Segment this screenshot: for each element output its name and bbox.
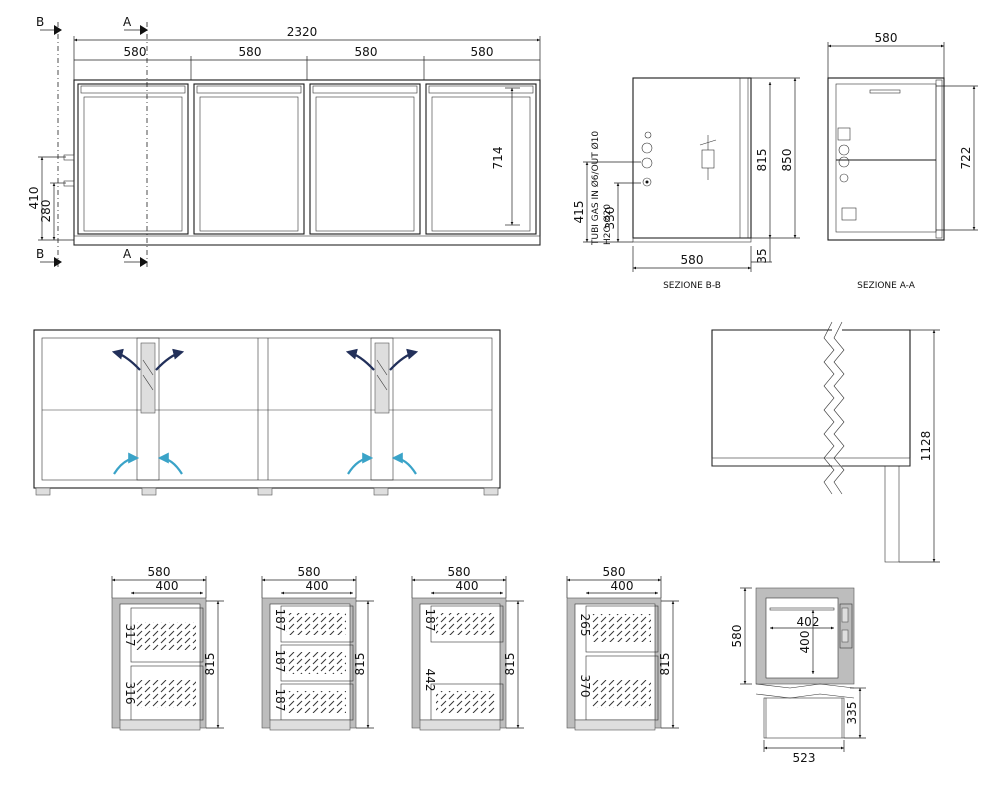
dim-h2: 187 — [273, 650, 287, 673]
pipe-label: TUBI GAS IN Ø6/OUT Ø10 — [590, 131, 601, 246]
side-view: 1128 — [711, 321, 940, 563]
airflow-out-arrow — [111, 348, 141, 371]
dim-280: 280 — [39, 200, 53, 223]
section-aa-caption: SEZIONE A-A — [857, 281, 916, 291]
section-b-label-bottom: B — [36, 247, 44, 261]
dim-410: 410 — [27, 187, 41, 210]
section-marker-a-top: A — [123, 15, 148, 35]
dim-h1: 187 — [273, 609, 287, 632]
dim-module-2: 580 — [239, 45, 262, 59]
front-view: B A B A 2320 580 580 580 580 — [27, 15, 541, 268]
airflow-out-arrow — [389, 348, 419, 371]
dim-height: 815 — [658, 653, 672, 676]
dim-detail-inner-h: 400 — [798, 631, 812, 654]
dim-h1: 265 — [578, 614, 592, 637]
dim-module-4: 580 — [471, 45, 494, 59]
airflow-in-arrow — [157, 452, 183, 475]
airflow-in-arrow — [347, 452, 374, 475]
drawer-config-3: 580 400 187 442 815 — [411, 565, 524, 731]
water-label: H2O Ø20 — [602, 204, 613, 245]
dim-bb-depth: 580 — [681, 253, 704, 267]
dim-h2: 442 — [423, 669, 437, 692]
front-doors — [77, 83, 537, 235]
section-bb-body — [632, 77, 752, 239]
drawer-detail-view: 580 402 400 335 523 — [730, 587, 866, 765]
dim-h2: 370 — [578, 675, 592, 698]
airflow-in-arrow — [391, 452, 417, 475]
section-a-label-top: A — [123, 15, 132, 29]
dim-height: 815 — [503, 653, 517, 676]
dim-35: 35 — [755, 248, 769, 263]
dim-h2: 316 — [123, 682, 137, 705]
dim-height: 815 — [353, 653, 367, 676]
plan-view — [33, 329, 501, 496]
dim-1128: 1128 — [919, 431, 933, 462]
section-aa-view: 580 722 SEZIONE A-A — [827, 31, 978, 291]
dim-722: 722 — [959, 147, 973, 170]
dim-width: 580 — [603, 565, 626, 579]
dim-714: 714 — [491, 147, 505, 170]
dim-330: 330 — [603, 207, 617, 230]
airflow-in-arrow — [113, 452, 140, 475]
dim-h1: 187 — [423, 609, 437, 632]
dim-inner: 400 — [456, 579, 479, 593]
cabinet-plinth — [73, 235, 541, 246]
section-bb-caption: SEZIONE B-B — [663, 281, 721, 291]
dim-inner: 400 — [156, 579, 179, 593]
section-b-label-top: B — [36, 15, 44, 29]
plan-outline — [33, 329, 501, 489]
dim-415: 415 — [572, 201, 586, 224]
section-a-label-bottom: A — [123, 247, 132, 261]
airflow-out-arrow — [155, 348, 185, 371]
drawer-config-1: 580 400 317 316 815 — [111, 565, 224, 731]
airflow-out-arrow — [345, 348, 375, 371]
drawer-config-4: 580 400 265 370 815 — [566, 565, 679, 731]
dim-module-3: 580 — [355, 45, 378, 59]
dim-height: 815 — [203, 653, 217, 676]
dim-total-width: 2320 — [287, 25, 318, 39]
dim-815: 815 — [755, 149, 769, 172]
dim-detail-depth: 580 — [730, 625, 744, 648]
valve-component — [699, 135, 717, 180]
dim-h3: 187 — [273, 689, 287, 712]
section-marker-a-bottom: A — [123, 247, 148, 267]
dim-h1: 317 — [123, 624, 137, 647]
dim-width: 580 — [298, 565, 321, 579]
dim-inner: 400 — [306, 579, 329, 593]
dim-module-1: 580 — [124, 45, 147, 59]
section-bb-view: TUBI GAS IN Ø6/OUT Ø10 H2O Ø20 415 330 8… — [572, 77, 800, 291]
dim-detail-base: 523 — [793, 751, 816, 765]
dim-aa-depth: 580 — [875, 31, 898, 45]
cabinet-outline — [73, 79, 541, 246]
dim-detail-inner-w: 402 — [797, 615, 820, 629]
dim-inner: 400 — [611, 579, 634, 593]
dim-850: 850 — [780, 149, 794, 172]
dim-width: 580 — [448, 565, 471, 579]
dim-detail-below: 335 — [845, 702, 859, 725]
dim-width: 580 — [148, 565, 171, 579]
drawer-config-2: 580 400 187 187 187 815 — [261, 565, 374, 731]
section-aa-body — [827, 77, 945, 241]
